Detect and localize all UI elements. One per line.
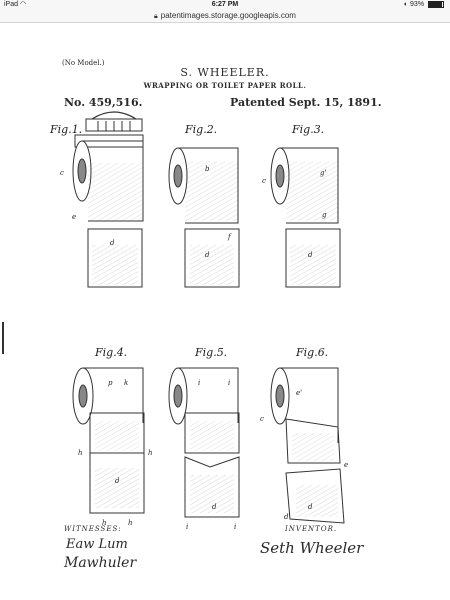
patent-title: WRAPPING OR TOILET PAPER ROLL. — [143, 81, 307, 90]
svg-text:h: h — [78, 449, 83, 457]
svg-text:h: h — [102, 519, 107, 527]
wifi-icon: ◠ — [19, 1, 27, 8]
page-edge-mark — [2, 322, 4, 354]
figure-6: Fig.6. e' c e d d' — [260, 346, 348, 524]
no-model-note: (No Model.) — [62, 59, 105, 67]
svg-text:c: c — [260, 415, 264, 423]
svg-text:c: c — [262, 177, 266, 185]
patent-number: No. 459,516. — [64, 96, 143, 109]
witnesses-label: WITNESSES: — [64, 525, 122, 533]
figure-3-label: Fig.3. — [291, 123, 324, 136]
address-bar[interactable]: 🔒︎patentimages.storage.googleapis.com — [0, 10, 450, 23]
figure-2: Fig.2. b f d — [168, 123, 240, 288]
svg-text:k: k — [124, 379, 128, 387]
figure-2-label: Fig.2. — [184, 123, 217, 136]
clock: 6:27 PM — [211, 1, 239, 8]
svg-text:i: i — [186, 523, 188, 531]
svg-text:d: d — [308, 251, 313, 259]
svg-text:i: i — [198, 379, 200, 387]
patent-date: Patented Sept. 15, 1891. — [230, 96, 382, 109]
witness-signature-1: Eaw Lum — [66, 537, 128, 552]
svg-text:d: d — [110, 239, 115, 247]
patent-drawings: Fig.1. c e d Fig.2. b f — [49, 111, 348, 531]
inventor-label: INVENTOR. — [285, 525, 338, 533]
figure-5: Fig.5. i i d i i — [168, 346, 240, 531]
svg-text:e': e' — [296, 389, 302, 397]
witness-signature-2: Mawhuler — [64, 555, 137, 571]
svg-text:d: d — [212, 503, 217, 511]
figure-1: Fig.1. c e d — [49, 111, 144, 288]
svg-text:h: h — [128, 519, 133, 527]
figure-4: Fig.4. p k h h d h h — [72, 346, 153, 527]
svg-text:d: d — [115, 477, 120, 485]
svg-text:h: h — [148, 449, 153, 457]
svg-text:e: e — [72, 213, 76, 221]
battery-percent: 93% — [410, 1, 425, 8]
status-bar: iPad ◠ 6:27 PM ◐ 93% — [0, 0, 450, 10]
svg-text:i: i — [234, 523, 236, 531]
svg-text:g': g' — [320, 169, 326, 177]
figure-4-label: Fig.4. — [94, 346, 127, 359]
battery-status: ◐ 93% — [404, 0, 444, 10]
svg-text:p: p — [108, 379, 113, 387]
svg-text:d': d' — [284, 513, 290, 521]
battery-icon — [428, 0, 444, 8]
svg-text:f: f — [227, 233, 232, 241]
svg-text:g: g — [322, 211, 327, 219]
svg-text:b: b — [205, 165, 210, 173]
patent-document: (No Model.) S. WHEELER. WRAPPING OR TOIL… — [0, 23, 450, 600]
inventor-name-heading: S. WHEELER. — [180, 66, 270, 79]
svg-text:d: d — [308, 503, 313, 511]
figure-3: Fig.3. c g' g d — [262, 123, 341, 288]
figure-5-label: Fig.5. — [194, 346, 227, 359]
svg-text:d: d — [205, 251, 210, 259]
inventor-signature: Seth Wheeler — [260, 539, 364, 557]
device-label: iPad ◠ — [4, 1, 27, 8]
lock-icon: 🔒︎ — [154, 13, 158, 20]
figure-1-label: Fig.1. — [49, 123, 82, 136]
url-text: patentimages.storage.googleapis.com — [160, 11, 296, 20]
figure-6-label: Fig.6. — [295, 346, 328, 359]
svg-text:c: c — [60, 169, 64, 177]
moon-icon: ◐ — [403, 1, 409, 8]
svg-text:i: i — [228, 379, 230, 387]
svg-text:e: e — [344, 461, 348, 469]
